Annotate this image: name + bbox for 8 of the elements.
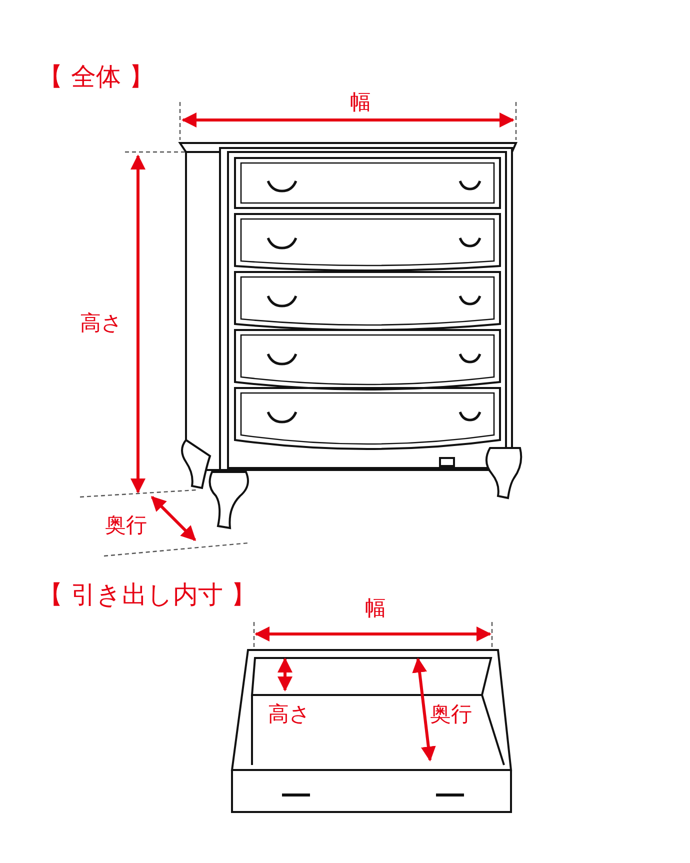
dimension-label: 高さ — [80, 313, 123, 334]
dimension-label: 奥行 — [430, 704, 472, 725]
dimension-label: 幅 — [365, 598, 386, 619]
dimension-label: 奥行 — [105, 515, 147, 536]
section-heading: 【 引き出し内寸 】 — [38, 582, 256, 607]
dimension-label: 高さ — [268, 704, 311, 725]
dimension-label: 幅 — [350, 92, 371, 113]
section-heading: 【 全体 】 — [38, 64, 154, 89]
